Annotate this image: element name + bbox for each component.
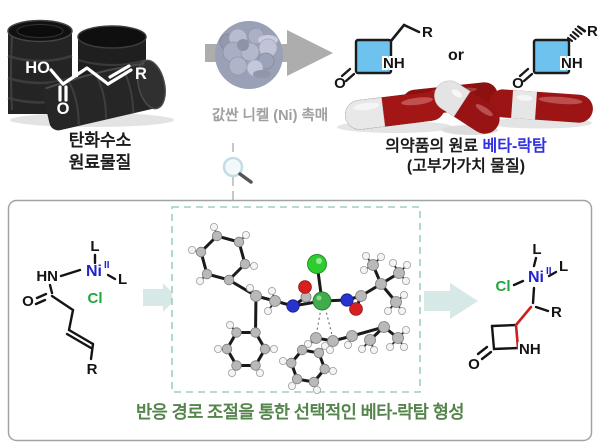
nickel-atom: [312, 291, 332, 311]
reactant-complex-structure: L Ni II L Cl HN O R: [22, 238, 127, 378]
molecular-model-3d: [187, 222, 411, 394]
nickel-coins-photo: [215, 21, 283, 89]
nickel-label: Ni: [528, 269, 544, 286]
product-caption-highlight: 베타-락탐: [482, 138, 547, 155]
o-label: O: [22, 293, 34, 310]
o-label: O: [468, 356, 480, 373]
o-label: O: [334, 75, 346, 92]
model-heteroatoms: [286, 254, 363, 316]
source-caption-line2: 원료물질: [68, 153, 132, 172]
ligand-right-label: L: [118, 271, 127, 288]
teal-arrow-right: [424, 283, 478, 319]
chlorine-atom: [307, 254, 327, 274]
beta-lactam-left: O NH R: [334, 23, 433, 92]
ligand-top-label: L: [532, 241, 541, 258]
ligand-top-label: L: [90, 238, 99, 255]
ligand-right-label: L: [559, 258, 568, 275]
source-caption: 탄화수소 원료물질: [20, 130, 180, 174]
oxidation-state-label: II: [546, 266, 552, 277]
capsule-pills: [337, 80, 593, 135]
product-caption-line2: (고부가가치 물질): [406, 158, 526, 175]
model-hydrogen-atoms: [187, 222, 411, 394]
model-carbon-atoms: [195, 230, 405, 388]
r-label: R: [587, 23, 598, 40]
source-molecule-structure: HO O R: [25, 59, 147, 118]
product-caption: 의약품의 원료 베타-락탐 (고부가가치 물질): [338, 137, 594, 177]
teal-arrow-left: [143, 283, 177, 312]
product-complex-structure: L Ni II L Cl R NH O: [468, 241, 568, 373]
magnifier-icon: [222, 156, 253, 184]
product-caption-line1: 의약품의 원료 베타-락탐: [338, 137, 594, 157]
ring-nh-label: NH: [519, 341, 541, 358]
nh-label: NH: [561, 55, 583, 72]
o-label: O: [57, 100, 70, 118]
chloride-label: Cl: [88, 290, 103, 307]
r-label: R: [135, 65, 147, 83]
red-forming-bonds: [514, 305, 533, 350]
r-label: R: [87, 361, 98, 378]
nh-label: NH: [383, 55, 405, 72]
r-label: R: [422, 24, 433, 41]
product-caption-main: 의약품의 원료: [385, 138, 479, 155]
pathway-caption: 반응 경로 조절을 통한 선택적인 베타-락탐 형성: [136, 402, 464, 422]
ho-label: HO: [25, 59, 50, 77]
oxidation-state-label: II: [104, 260, 110, 271]
catalyst-caption: 값싼 니켈 (Ni) 촉매: [211, 108, 329, 124]
beta-lactam-right: O NH R: [512, 23, 598, 92]
source-caption-line1: 탄화수소: [68, 131, 132, 150]
o-label: O: [512, 75, 524, 92]
amide-nh-label: HN: [36, 268, 58, 285]
r-label: R: [551, 304, 562, 321]
chloride-label: Cl: [496, 278, 511, 295]
or-label: or: [448, 47, 464, 64]
nickel-label: Ni: [86, 263, 102, 280]
